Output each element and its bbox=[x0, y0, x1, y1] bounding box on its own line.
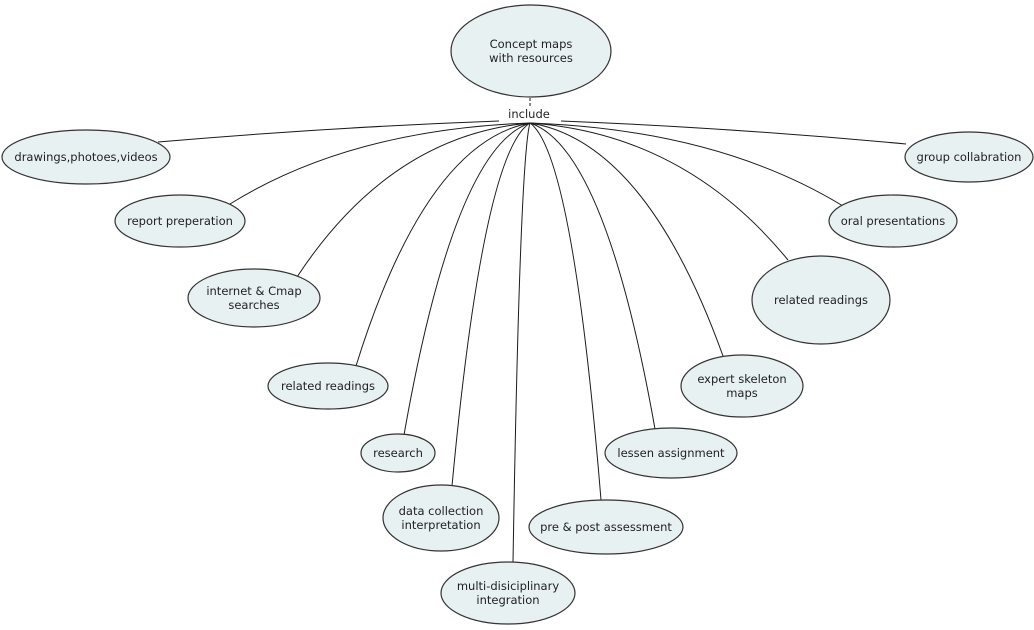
concept-node-pre-post-assessment-label: pre & post assessment bbox=[540, 520, 672, 534]
concept-node-multi-disiciplinary-integration-ellipse[interactable] bbox=[440, 561, 576, 625]
concept-node-group-collabration[interactable]: group collabration bbox=[904, 131, 1034, 183]
concept-node-lessen-assignment-ellipse[interactable] bbox=[604, 427, 738, 479]
edge-data-collection-interpretation bbox=[451, 122, 531, 487]
edges-layer bbox=[157, 120, 907, 563]
edge-research bbox=[403, 122, 531, 436]
concept-node-related-readings-left-ellipse[interactable] bbox=[267, 362, 389, 410]
edge-group-collabration bbox=[560, 120, 907, 145]
concept-node-data-collection-interpretation-ellipse[interactable] bbox=[382, 484, 500, 552]
concept-node-group-collabration-label: group collabration bbox=[917, 150, 1022, 164]
edge-oral-presentations bbox=[529, 122, 844, 207]
edge-lessen-assignment bbox=[529, 122, 656, 430]
concept-node-root-ellipse[interactable] bbox=[450, 4, 612, 98]
edge-drawings-photoes-videos bbox=[157, 120, 500, 143]
concept-node-report-preperation[interactable]: report preperation bbox=[114, 194, 246, 248]
concept-node-lessen-assignment[interactable]: lessen assignment bbox=[604, 427, 738, 479]
edge-related-readings-right bbox=[529, 122, 789, 261]
concept-node-related-readings-right-label: related readings bbox=[774, 293, 868, 307]
edge-internet-cmap-searches bbox=[296, 122, 531, 278]
concept-node-pre-post-assessment[interactable]: pre & post assessment bbox=[528, 499, 684, 555]
concept-node-internet-cmap-searches-ellipse[interactable] bbox=[187, 268, 321, 328]
concept-node-research-ellipse[interactable] bbox=[360, 433, 436, 473]
nodes-layer: drawings,photoes,videos report preperatio… bbox=[1, 129, 1034, 625]
edge-related-readings-left bbox=[355, 122, 531, 367]
edge-expert-skeleton-maps bbox=[529, 122, 724, 357]
concept-node-research-label: research bbox=[373, 446, 423, 460]
concept-node-pre-post-assessment-ellipse[interactable] bbox=[528, 499, 684, 555]
concept-node-group-collabration-ellipse[interactable] bbox=[904, 131, 1034, 183]
link-label[interactable]: include bbox=[508, 107, 550, 121]
edge-report-preperation bbox=[229, 122, 531, 205]
concept-node-related-readings-right[interactable]: related readings bbox=[751, 255, 891, 345]
edge-multi-disiciplinary-integration bbox=[512, 122, 531, 563]
concept-node-report-preperation-ellipse[interactable] bbox=[114, 194, 246, 248]
concept-node-oral-presentations-ellipse[interactable] bbox=[828, 194, 958, 248]
concept-node-related-readings-right-ellipse[interactable] bbox=[751, 255, 891, 345]
concept-node-drawings-photoes-videos-ellipse[interactable] bbox=[1, 129, 171, 185]
concept-node-oral-presentations[interactable]: oral presentations bbox=[828, 194, 958, 248]
concept-node-related-readings-left[interactable]: related readings bbox=[267, 362, 389, 410]
concept-node-drawings-photoes-videos[interactable]: drawings,photoes,videos bbox=[1, 129, 171, 185]
concept-node-drawings-photoes-videos-label: drawings,photoes,videos bbox=[14, 150, 157, 164]
edge-pre-post-assessment bbox=[529, 122, 602, 501]
concept-node-oral-presentations-label: oral presentations bbox=[841, 214, 945, 228]
concept-node-research[interactable]: research bbox=[360, 433, 436, 473]
concept-node-expert-skeleton-maps-ellipse[interactable] bbox=[680, 354, 804, 418]
concept-node-related-readings-left-label: related readings bbox=[281, 379, 375, 393]
concept-node-report-preperation-label: report preperation bbox=[127, 214, 233, 228]
concept-node-lessen-assignment-label: lessen assignment bbox=[617, 446, 725, 460]
